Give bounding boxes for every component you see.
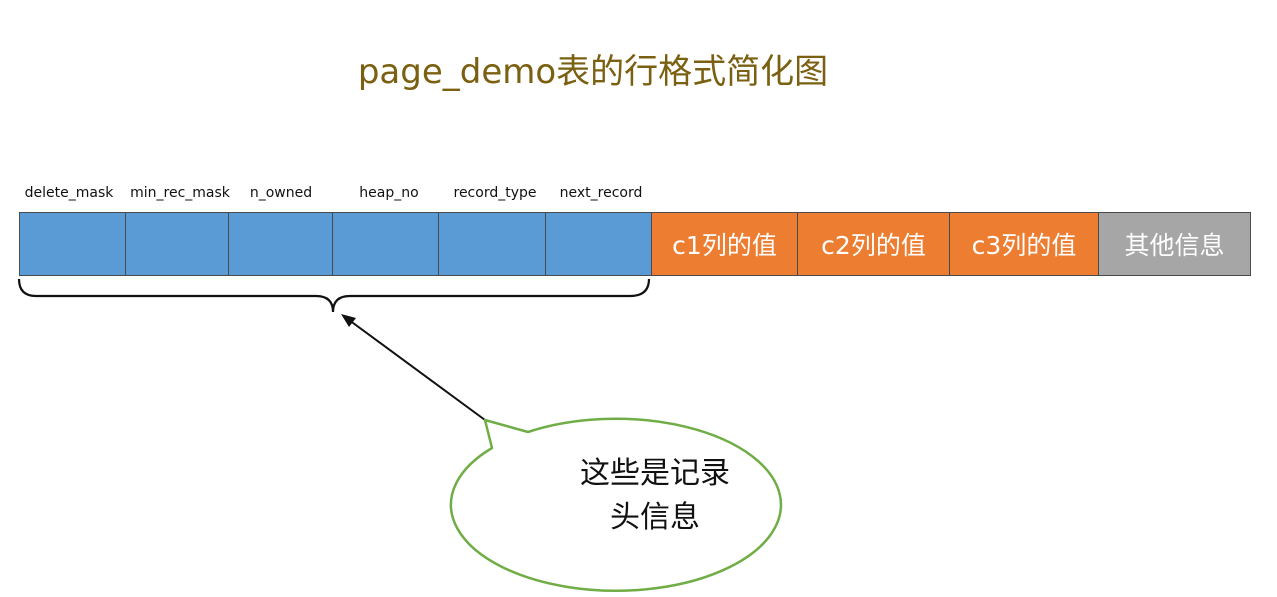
column-cell-c1: c1列的值 xyxy=(651,212,798,276)
header-cell-next-record xyxy=(545,212,652,276)
header-cell-heap-no xyxy=(332,212,439,276)
callout-line-1: 这些是记录 xyxy=(580,456,730,491)
diagram-title: page_demo表的行格式简化图 xyxy=(357,52,829,92)
header-cell-n-owned xyxy=(228,212,333,276)
field-label-next-record: next_record xyxy=(559,185,643,201)
field-label-record-type: record_type xyxy=(453,185,537,201)
column-cell-c2-label: c2列的值 xyxy=(821,231,926,260)
header-cell-record-type xyxy=(438,212,546,276)
field-label-heap-no: heap_no xyxy=(359,185,419,201)
other-info-label: 其他信息 xyxy=(1124,231,1225,260)
column-cell-c3: c3列的值 xyxy=(949,212,1099,276)
column-cell-c2: c2列的值 xyxy=(797,212,950,276)
column-cell-c3-label: c3列的值 xyxy=(971,231,1077,260)
column-cell-c1-label: c1列的值 xyxy=(672,231,777,260)
field-label-n-owned: n_owned xyxy=(249,185,313,201)
callout-text: 这些是记录 头信息 xyxy=(490,452,820,540)
header-cell-min-rec-mask xyxy=(125,212,229,276)
callout-line-2: 头信息 xyxy=(610,500,700,535)
header-brace xyxy=(17,278,651,313)
field-label-min-rec-mask: min_rec_mask xyxy=(130,185,230,201)
callout-bubble xyxy=(449,417,783,592)
field-label-delete-mask: delete_mask xyxy=(24,185,114,201)
callout-arrow xyxy=(341,314,486,421)
other-info-cell: 其他信息 xyxy=(1098,212,1251,276)
